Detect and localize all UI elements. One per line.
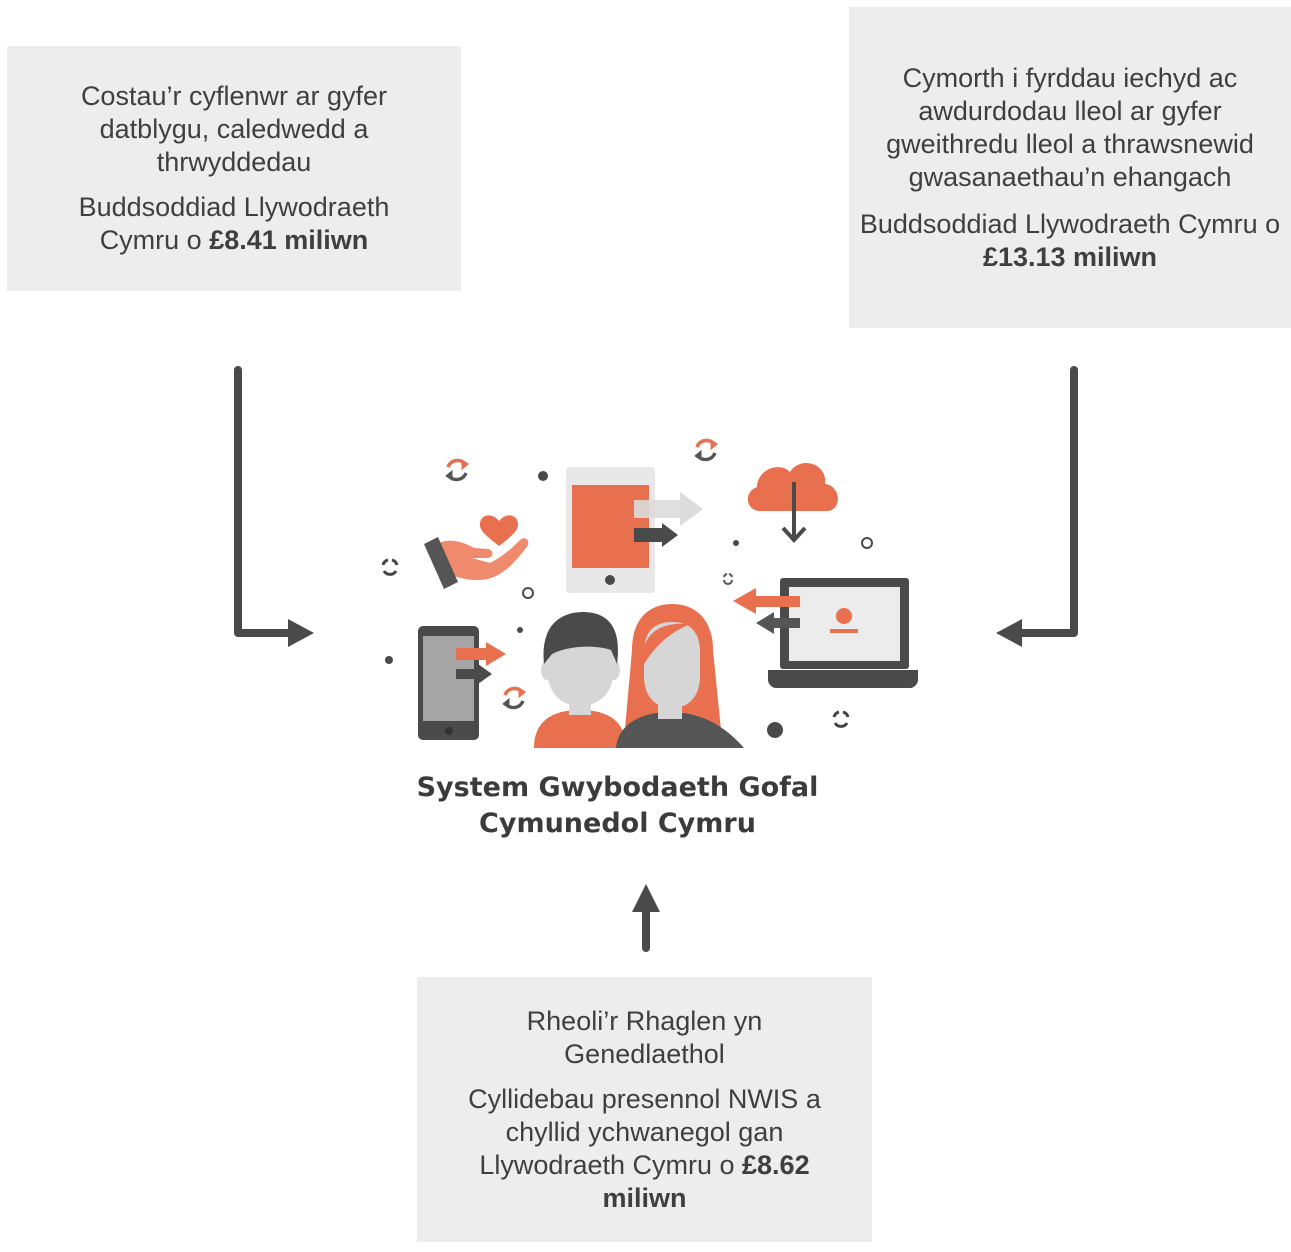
phone-icon xyxy=(418,626,506,740)
bottom-funding-box: Rheoli’r Rhaglen yn Genedlaethol Cyllide… xyxy=(417,977,872,1242)
right-funding-box: Cymorth i fyrddau iechyd ac awdurdodau l… xyxy=(849,7,1291,328)
bottom-box-investment: Cyllidebau presennol NWIS a chyllid ychw… xyxy=(447,1083,842,1215)
heart-hand-icon xyxy=(424,515,529,589)
right-box-description: Cymorth i fyrddau iechyd ac awdurdodau l… xyxy=(886,62,1254,192)
bottom-box-description: Rheoli’r Rhaglen yn Genedlaethol xyxy=(526,1005,763,1069)
refresh-icon xyxy=(695,438,718,451)
bottom-box-investment-label: Cyllidebau presennol NWIS a chyllid ychw… xyxy=(468,1083,821,1180)
left-box-investment: Buddsoddiad Llywodraeth Cymru o £8.41 mi… xyxy=(37,191,431,257)
sync-dot-icon xyxy=(723,573,733,585)
laptop-icon xyxy=(733,578,918,688)
right-box-investment: Buddsoddiad Llywodraeth Cymru o £13.13 m… xyxy=(857,208,1283,274)
refresh-icon xyxy=(503,686,526,699)
people-icon xyxy=(534,604,744,748)
left-funding-box: Costau’r cyflenwr ar gyfer datblygu, cal… xyxy=(7,46,461,291)
sync-dot-icon xyxy=(832,710,850,728)
tablet-icon xyxy=(566,467,703,593)
left-box-investment-label: Buddsoddiad Llywodraeth Cymru o xyxy=(78,192,390,255)
system-title-line2: Cymunedol Cymru xyxy=(479,808,756,839)
left-connector-arrow xyxy=(234,366,314,647)
left-box-description: Costau’r cyflenwr ar gyfer datblygu, cal… xyxy=(80,81,388,177)
right-connector-arrow xyxy=(996,366,1078,647)
system-title: System Gwybodaeth Gofal Cymunedol Cymru xyxy=(345,770,890,842)
left-box-amount: £8.41 miliwn xyxy=(209,225,369,255)
bottom-connector-arrow xyxy=(632,884,660,952)
right-box-investment-label: Buddsoddiad Llywodraeth Cymru o xyxy=(859,208,1281,239)
system-title-line1: System Gwybodaeth Gofal xyxy=(416,772,819,803)
right-box-amount: £13.13 miliwn xyxy=(982,241,1158,272)
bottom-box-amount: £8.62 miliwn xyxy=(602,1149,810,1213)
decorative-dots xyxy=(385,471,873,738)
sync-dot-icon xyxy=(381,558,399,576)
refresh-icon xyxy=(446,458,469,471)
cloud-download-icon xyxy=(747,463,838,543)
